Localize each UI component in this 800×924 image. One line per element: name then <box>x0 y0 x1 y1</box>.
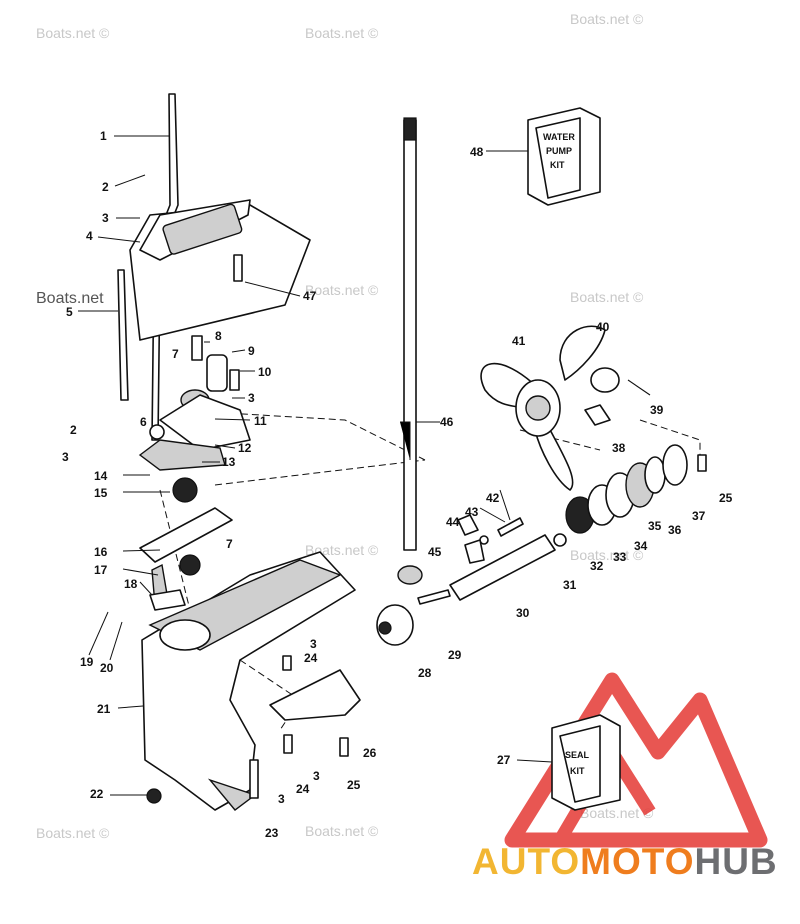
callout: 30 <box>516 606 530 620</box>
watermark: Boats.net © <box>305 282 379 298</box>
callout: 2 <box>102 180 109 194</box>
exhaust-plate <box>129 199 311 341</box>
callout: 41 <box>512 334 526 348</box>
callout: 25 <box>347 778 361 792</box>
kit-label-line: WATER <box>543 132 575 142</box>
callout: 3 <box>313 769 320 783</box>
water-pump-kit-box: WATER PUMP KIT <box>527 107 601 206</box>
lower-screws <box>249 655 349 799</box>
callout: 1 <box>100 129 107 143</box>
callout: 27 <box>497 753 511 767</box>
callout: 14 <box>94 469 108 483</box>
callout: 7 <box>226 537 233 551</box>
callout: 25 <box>719 491 733 505</box>
callout: 17 <box>94 563 108 577</box>
callout: 13 <box>222 455 236 469</box>
kit-label-line: KIT <box>550 160 565 170</box>
callout: 12 <box>238 441 252 455</box>
stud <box>117 269 129 401</box>
callout: 18 <box>124 577 138 591</box>
callout: 44 <box>446 515 460 529</box>
callout: 23 <box>265 826 279 840</box>
callout: 3 <box>102 211 109 225</box>
callout: 34 <box>634 539 648 553</box>
watermark-prominent: Boats.net <box>36 290 104 307</box>
gearcase-housing <box>141 551 356 811</box>
callout: 3 <box>278 792 285 806</box>
callout: 31 <box>563 578 577 592</box>
watermark: Boats.net © <box>36 825 110 841</box>
brand-part: MOTO <box>580 841 695 882</box>
anode <box>269 669 361 721</box>
plate-screw <box>233 254 243 282</box>
watermark: Boats.net © <box>36 25 110 41</box>
callout: 42 <box>486 491 500 505</box>
callout: 36 <box>668 523 682 537</box>
callout: 22 <box>90 787 104 801</box>
shifter-parts <box>464 517 524 564</box>
callout: 33 <box>613 550 627 564</box>
watermark: Boats.net © <box>570 11 644 27</box>
propshaft-assembly <box>376 444 707 646</box>
callout: 47 <box>303 289 317 303</box>
callout: 21 <box>97 702 111 716</box>
kit-label-line: SEAL <box>565 750 590 760</box>
kit-label-line: PUMP <box>546 146 572 156</box>
callout: 3 <box>248 391 255 405</box>
watermark: Boats.net © <box>570 547 644 563</box>
callout: 43 <box>465 505 479 519</box>
callout: 48 <box>470 145 484 159</box>
watermark: Boats.net © <box>570 289 644 305</box>
callout: 7 <box>172 347 179 361</box>
callout: 10 <box>258 365 272 379</box>
driveshaft <box>397 117 423 585</box>
automotohub-brand-text: AUTOMOTOHUB <box>472 842 800 882</box>
callout: 5 <box>66 305 73 319</box>
callout: 24 <box>296 782 310 796</box>
callout: 3 <box>310 637 317 651</box>
brand-part: AUTO <box>472 841 581 882</box>
callout: 40 <box>596 320 610 334</box>
callout: 6 <box>140 415 147 429</box>
callout: 19 <box>80 655 94 669</box>
callout: 8 <box>215 329 222 343</box>
impeller-and-plate <box>139 477 233 611</box>
callout: 3 <box>62 450 69 464</box>
callout: 20 <box>100 661 114 675</box>
callout: 46 <box>440 415 454 429</box>
callout: 39 <box>650 403 664 417</box>
watermark: Boats.net © <box>305 25 379 41</box>
watermark: Boats.net © <box>580 805 654 821</box>
drain-plug <box>146 788 162 804</box>
callout: 26 <box>363 746 377 760</box>
kit-label-line: KIT <box>570 766 585 776</box>
brand-part: HUB <box>694 841 778 882</box>
callout: 2 <box>70 423 77 437</box>
callout: 38 <box>612 441 626 455</box>
leader-lines <box>78 135 553 796</box>
callout: 4 <box>86 229 93 243</box>
propeller <box>480 325 651 491</box>
callout: 45 <box>428 545 442 559</box>
callout: 29 <box>448 648 462 662</box>
callout: 11 <box>254 414 267 428</box>
callout-numbers: 1 2 3 4 5 7 8 9 10 3 6 11 2 12 3 13 14 1… <box>62 129 733 840</box>
callout: 28 <box>418 666 432 680</box>
callout: 37 <box>692 509 706 523</box>
seal-kit-box: SEAL KIT <box>551 714 621 811</box>
watermark: Boats.net © <box>305 542 379 558</box>
watermark: Boats.net © <box>305 823 379 839</box>
callout: 32 <box>590 559 604 573</box>
callout: 9 <box>248 344 255 358</box>
water-pump-assembly <box>138 335 251 471</box>
callout: 24 <box>304 651 318 665</box>
callout: 16 <box>94 545 108 559</box>
watermark-layer: Boats.net © Boats.net © Boats.net © Boat… <box>36 11 654 841</box>
callout: 15 <box>94 486 108 500</box>
callout: 35 <box>648 519 662 533</box>
